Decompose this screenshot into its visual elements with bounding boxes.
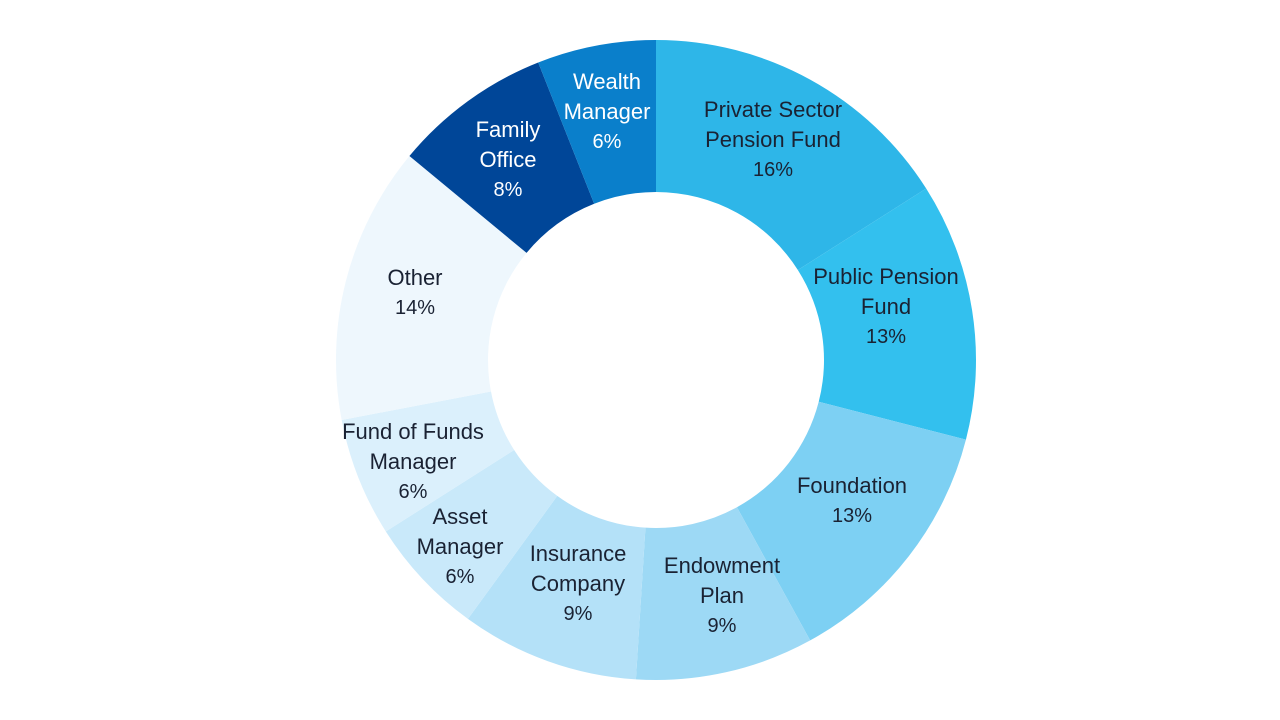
slice-wealth-manager [538,40,656,204]
slice-label-text: Fund [860,294,912,319]
slice-fund-of-funds-manager [341,391,515,532]
slice-label: Foundation 13% [797,471,907,531]
slice-label-text: Fund of Funds [342,419,484,444]
slice-label-text: Company [530,571,626,596]
slice-private-sector-pension-fund [656,40,927,270]
slice-label-text: Endowment [663,553,781,578]
slice-label-text: Plan [699,583,745,608]
slice-value: 8% [493,179,523,201]
slice-label: Other 14% [387,263,442,323]
slice-insurance-company [467,495,646,680]
slice-label-text: Pension Fund [705,127,841,152]
slice-family-office [409,62,595,253]
slice-label-text: Manager [369,449,457,474]
slice-label-text: Office [479,147,537,172]
slice-asset-manager [385,450,558,619]
slice-value: 6% [592,131,622,153]
slice-value: 9% [563,603,593,625]
slice-endowment-plan [635,507,811,680]
slice-value: 14% [394,297,436,319]
slice-foundation [736,401,966,641]
slice-label-text: Manager [563,99,651,124]
slice-value: 13% [831,505,873,527]
slice-label-text: Manager [416,534,504,559]
slice-label-text: Wealth [572,69,642,94]
slice-other [336,156,527,420]
slice-public-pension-fund [797,188,976,440]
slice-value: 9% [707,615,737,637]
slice-value: 6% [445,566,475,588]
slice-label-text: Asset [432,504,488,529]
slice-label-text: Foundation [796,473,908,498]
slice-value: 6% [398,481,428,503]
slice-label-text: Other [387,265,443,290]
slice-label-text: Family [475,117,541,142]
slice-value: 16% [752,159,794,181]
slice-label-text: Public Pension [813,264,959,289]
slice-label-text: Private Sector [703,97,843,122]
slice-value: 13% [865,326,907,348]
slice-label-text: Insurance [529,541,627,566]
